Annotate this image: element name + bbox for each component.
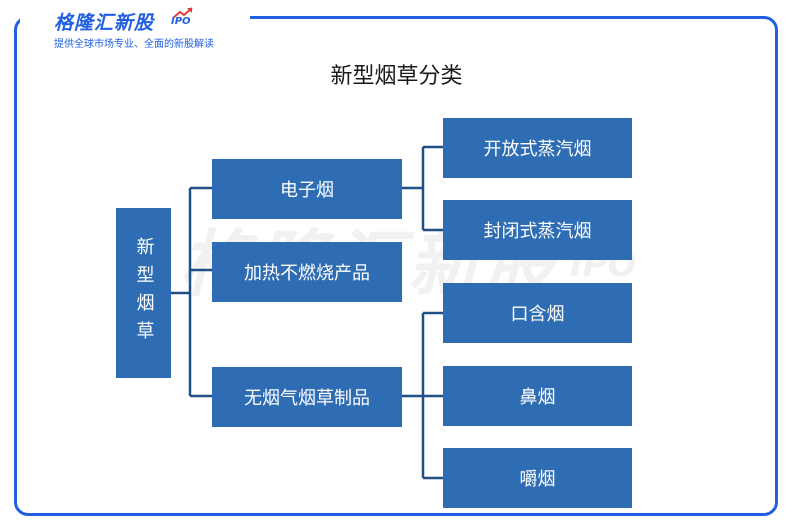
diagram-title: 新型烟草分类 <box>330 64 463 89</box>
node-heat-not-burn: 加热不燃烧产品 <box>212 242 402 302</box>
node-snus: 口含烟 <box>443 283 632 343</box>
rising-arrow-icon <box>172 7 193 19</box>
brand-ipo-mark: IPO <box>171 16 191 27</box>
node-snuff: 鼻烟 <box>443 366 632 426</box>
node-e-cigarette: 电子烟 <box>212 159 402 219</box>
brand-logo-text: 格隆汇新股 <box>54 12 155 34</box>
node-closed-vapor: 封闭式蒸汽烟 <box>443 200 632 260</box>
brand-tagline: 提供全球市场专业、全面的新股解读 <box>54 39 214 50</box>
brand-header: 格隆汇新股 IPO 提供全球市场专业、全面的新股解读 <box>20 4 250 50</box>
node-smokeless-tobacco: 无烟气烟草制品 <box>212 367 402 427</box>
node-root: 新型烟草 <box>116 208 171 378</box>
node-open-vapor: 开放式蒸汽烟 <box>443 118 632 178</box>
node-chewing-tobacco: 嚼烟 <box>443 448 632 508</box>
